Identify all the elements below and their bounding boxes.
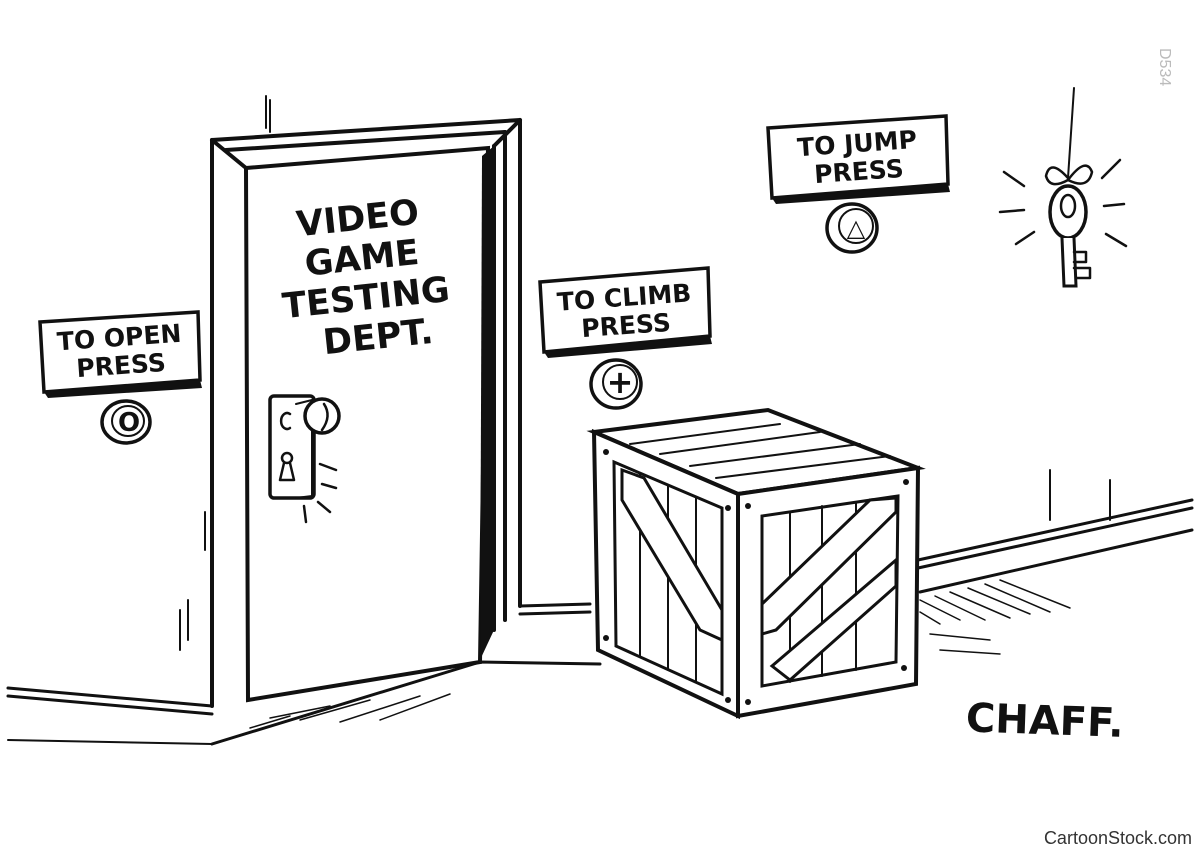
sign-to-jump: TO JUMP PRESS <box>766 114 950 204</box>
wall-strokes <box>179 95 1111 651</box>
circle-icon: O <box>118 408 140 438</box>
sign-to-open: TO OPEN PRESS <box>38 310 202 398</box>
artist-signature: CHAFF. <box>965 695 1124 746</box>
door-sign: VIDEO GAME TESTING DEPT. <box>280 193 451 363</box>
floor-shading <box>249 579 1071 729</box>
door <box>243 145 494 703</box>
sign-to-climb-line-2: PRESS <box>580 308 671 343</box>
sign-to-jump-line-2: PRESS <box>813 154 904 189</box>
hanging-key <box>1044 87 1094 288</box>
triangle-button[interactable]: △ <box>825 202 879 254</box>
corner-mark: D534 <box>1156 48 1173 86</box>
door-frame <box>210 118 522 708</box>
plus-icon: + <box>607 363 634 401</box>
door-knob <box>303 397 341 435</box>
key-shine <box>998 158 1128 248</box>
lock-shine <box>302 462 338 524</box>
circle-button[interactable]: O <box>100 399 152 445</box>
door-lock-plate <box>268 394 316 500</box>
sign-to-open-line-2: PRESS <box>75 348 166 383</box>
keyhole-icon <box>280 451 294 465</box>
watermark: CartoonStock.com <box>1044 828 1192 848</box>
cross-button[interactable]: + <box>589 358 643 410</box>
triangle-icon: △ <box>847 214 866 242</box>
sign-to-climb: TO CLIMB PRESS <box>538 266 712 358</box>
wooden-crate <box>586 407 926 720</box>
